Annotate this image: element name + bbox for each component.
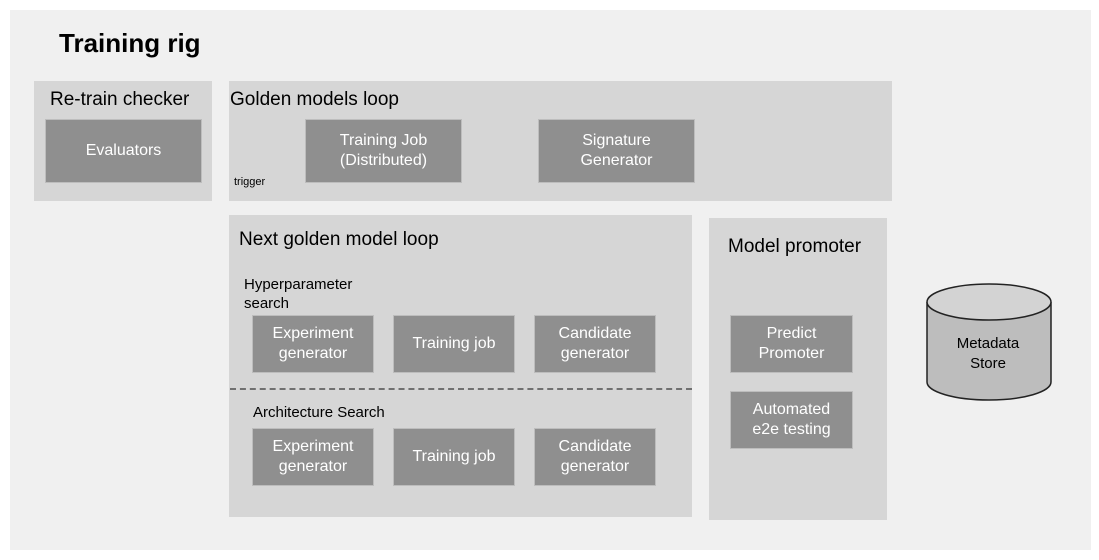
- model-promoter-title: Model promoter: [728, 236, 862, 257]
- signature-generator-box: Signature Generator: [538, 119, 695, 183]
- retrain-checker-title: Re-train checker: [50, 89, 190, 110]
- trigger-label: trigger: [234, 176, 266, 188]
- metadata-store-cylinder: [926, 283, 1052, 401]
- architecture-search-label: Architecture Search: [253, 404, 385, 421]
- next-golden-model-loop-title: Next golden model loop: [239, 229, 439, 250]
- golden-models-loop-title: Golden models loop: [230, 89, 399, 110]
- arch-training-job-box: Training job: [393, 428, 515, 486]
- arch-experiment-generator-box: Experiment generator: [252, 428, 374, 486]
- hyper-candidate-generator-box: Candidate generator: [534, 315, 656, 373]
- training-job-distributed-box: Training Job (Distributed): [305, 119, 462, 183]
- automated-e2e-testing-box: Automated e2e testing: [730, 391, 853, 449]
- predict-promoter-box: Predict Promoter: [730, 315, 853, 373]
- evaluators-box: Evaluators: [45, 119, 202, 183]
- hyper-training-job-box: Training job: [393, 315, 515, 373]
- search-divider: [230, 388, 692, 390]
- hyperparameter-search-label: Hyperparameter search: [244, 276, 353, 312]
- page-title: Training rig: [59, 28, 201, 58]
- hyper-experiment-generator-box: Experiment generator: [252, 315, 374, 373]
- metadata-store-label: Metadata Store: [956, 335, 1020, 372]
- arch-candidate-generator-box: Candidate generator: [534, 428, 656, 486]
